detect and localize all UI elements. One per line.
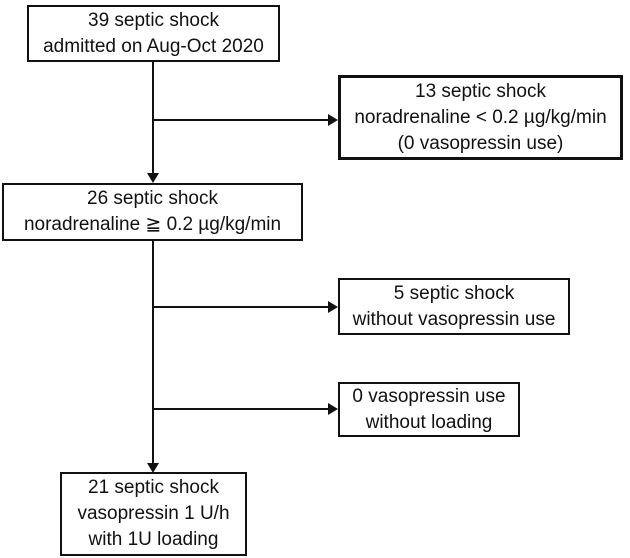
connector-branch-to-without-loading: [153, 408, 328, 410]
box-no-loading-line1: 0 vasopressin use: [352, 385, 506, 407]
box-final-line1: 21 septic shock: [88, 477, 219, 498]
box-excluded-line3: (0 vasopressin use): [397, 132, 564, 154]
connector-admitted-to-high-nad: [152, 62, 154, 174]
arrowhead-right-into-excluded-icon: [328, 114, 338, 126]
arrowhead-right-into-without-vasopressin-icon: [328, 301, 338, 313]
connector-high-nad-to-final: [152, 241, 154, 463]
box-excluded-line1: 13 septic shock: [415, 80, 546, 102]
box-no-vaso-line1: 5 septic shock: [393, 282, 515, 304]
box-without-vasopressin: 5 septic shock without vasopressin use: [338, 278, 570, 335]
box-final-line3: with 1U loading: [88, 529, 219, 550]
box-excluded-line2: noradrenaline < 0.2 µg/kg/min: [354, 106, 607, 128]
box-without-loading: 0 vasopressin use without loading: [338, 382, 520, 437]
box-excluded-low-noradrenaline: 13 septic shock noradrenaline < 0.2 µg/k…: [338, 75, 623, 160]
box-high-nad-line1: 26 septic shock: [87, 188, 218, 209]
box-admitted-line2: admitted on Aug-Oct 2020: [43, 35, 264, 57]
connector-branch-to-excluded: [153, 119, 330, 121]
arrowhead-right-into-without-loading-icon: [328, 403, 338, 415]
connector-branch-to-without-vasopressin: [153, 306, 328, 308]
arrowhead-down-into-high-nad-icon: [147, 173, 159, 183]
box-admitted-line1: 39 septic shock: [88, 9, 219, 31]
box-high-noradrenaline: 26 septic shock noradrenaline ≧ 0.2 µg/k…: [2, 183, 303, 241]
box-no-loading-line2: without loading: [365, 411, 493, 433]
box-final-line2: vasopressin 1 U/h: [77, 503, 230, 524]
box-high-nad-line2: noradrenaline ≧ 0.2 µg/kg/min: [23, 214, 282, 235]
box-final-cohort: 21 septic shock vasopressin 1 U/h with 1…: [60, 472, 247, 556]
arrowhead-down-into-final-icon: [147, 463, 159, 473]
box-no-vaso-line2: without vasopressin use: [352, 308, 556, 330]
box-admitted: 39 septic shock admitted on Aug-Oct 2020: [27, 5, 280, 62]
